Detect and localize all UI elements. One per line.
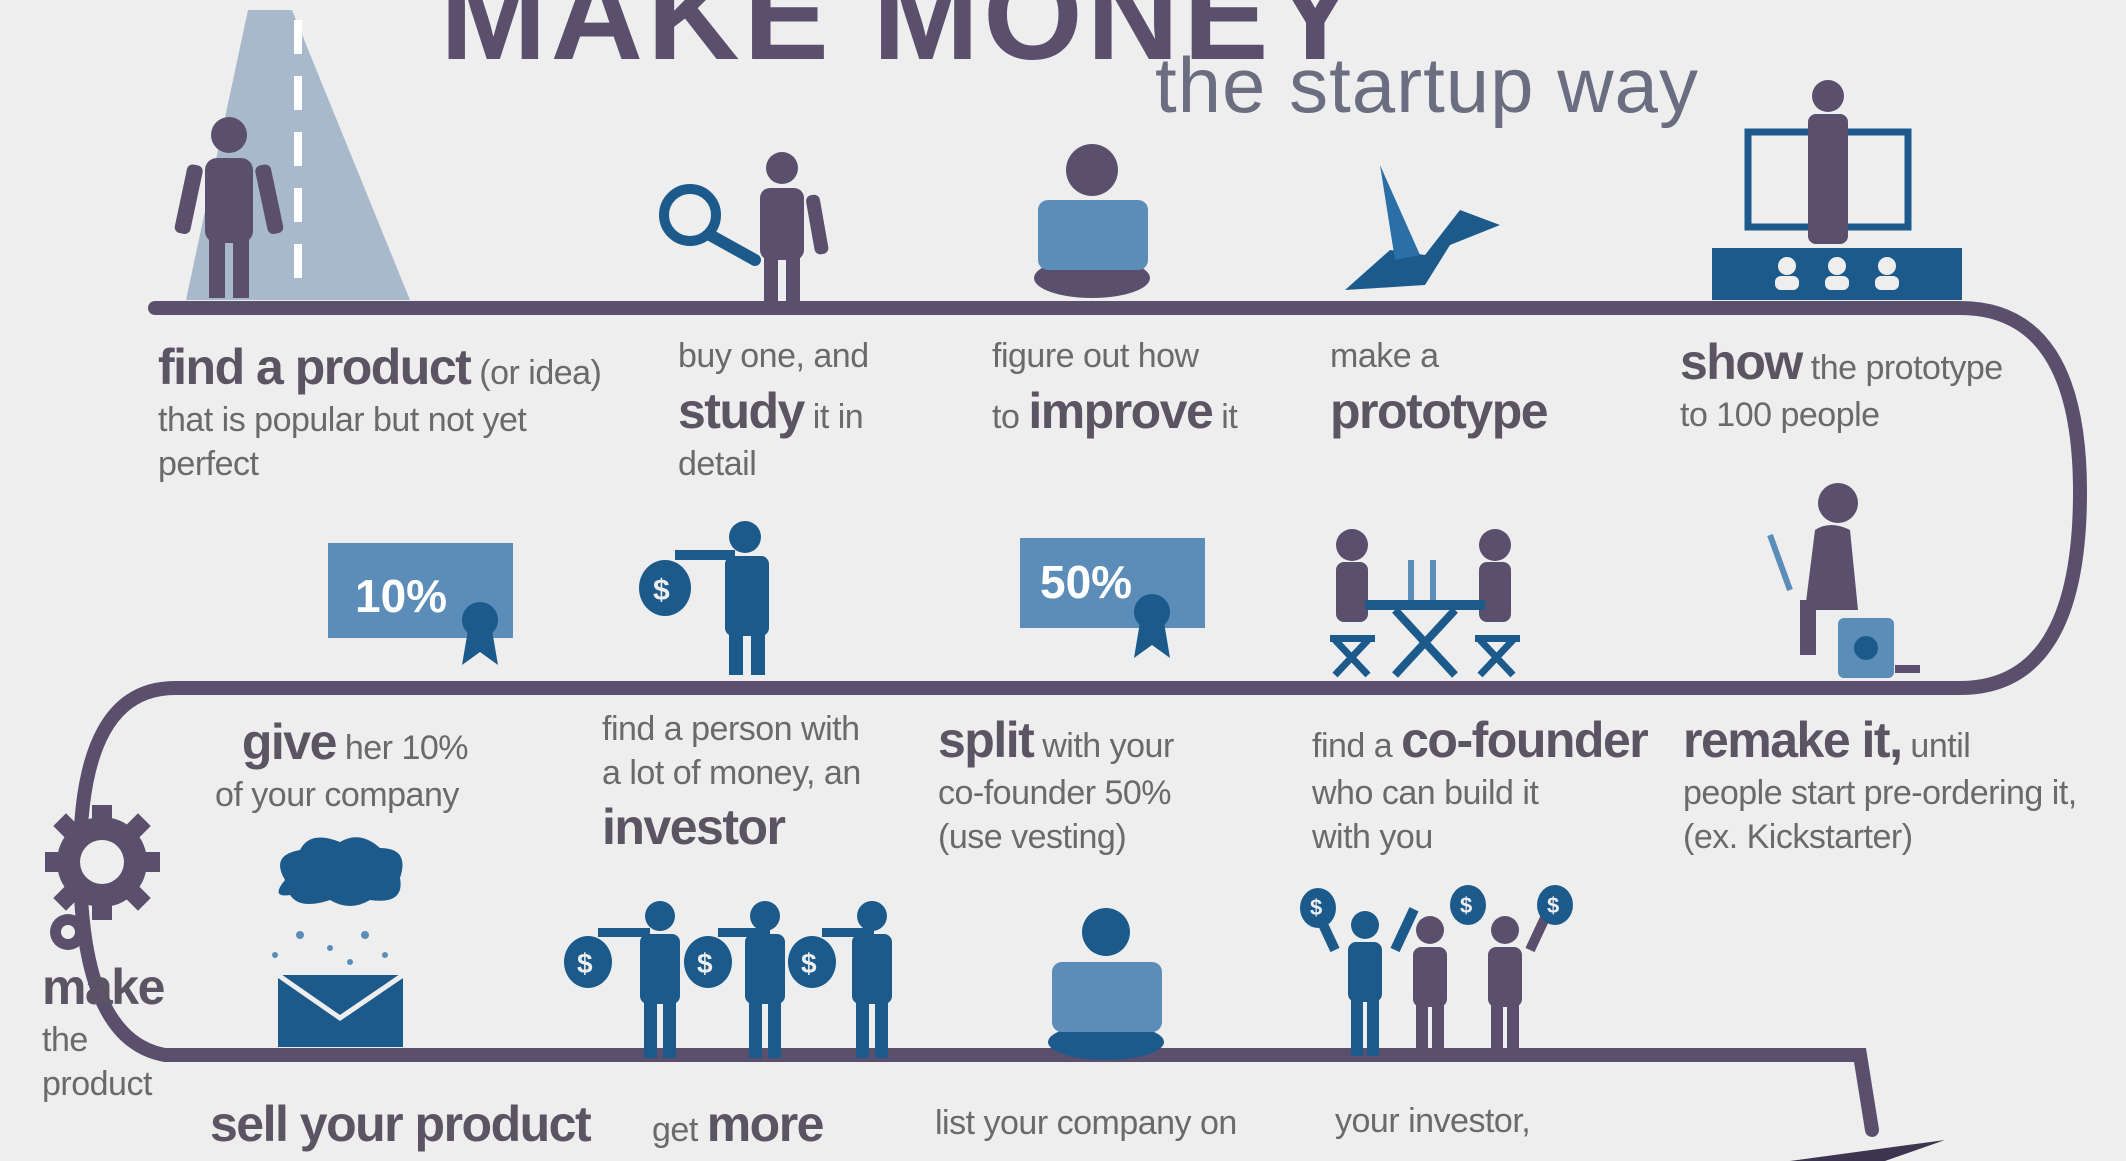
origami-bird-icon: [1345, 165, 1500, 290]
svg-text:$: $: [1460, 893, 1472, 918]
timeline-path: [72, 301, 2088, 1137]
svg-text:$: $: [1547, 893, 1559, 918]
celebrating-investors-icon: $ $ $: [1300, 885, 1573, 1056]
certificate-50-icon: [1020, 538, 1205, 658]
investor-icon: $: [639, 521, 769, 675]
svg-text:$: $: [1310, 895, 1322, 920]
page-title: MAKE MONEY: [440, 0, 1362, 87]
svg-text:$: $: [577, 948, 593, 979]
step-show: show the prototype to 100 people: [1680, 334, 2003, 434]
step-prototype: make a prototype: [1330, 337, 1549, 439]
step-remake: remake it, until people start pre-orderi…: [1683, 712, 2077, 856]
step-give: give her 10% of your company: [215, 714, 469, 814]
gear-icon: [45, 805, 160, 950]
step-sell: sell your product: [210, 1096, 592, 1152]
badge-10-label: 10%: [355, 570, 447, 622]
page-subtitle: the startup way: [1155, 41, 1699, 129]
badge-50-label: 50%: [1040, 556, 1132, 608]
step-improve: figure out how to improve it: [992, 337, 1238, 439]
investors-icon: [564, 901, 892, 1058]
step-make-product: make the product: [42, 959, 165, 1103]
svg-text:$: $: [653, 574, 670, 607]
cofounders-icon: [1330, 529, 1520, 678]
laptop-user-icon: [1048, 908, 1164, 1060]
step-find-product: find a product (or idea) that is popular…: [158, 339, 602, 483]
step-study: buy one, and study it in detail: [678, 337, 869, 483]
arrow-icon: [1790, 1140, 1945, 1161]
laptop-user-icon: [1034, 144, 1150, 298]
person-icon: [760, 152, 829, 305]
step-cofounder: find a co-founder who can build it with …: [1312, 712, 1649, 856]
svg-text:$: $: [801, 948, 817, 979]
step-more: get more: [652, 1096, 824, 1152]
presentation-icon: [1712, 80, 1962, 300]
step-investor: find a person with a lot of money, an in…: [602, 710, 861, 856]
person-icon: [174, 117, 284, 298]
step-split: split with your co-founder 50% (use vest…: [938, 712, 1174, 856]
remake-icon: [1767, 483, 1920, 678]
magnifier-icon: [659, 184, 761, 266]
envelope-icon: [272, 837, 405, 1047]
certificate-10-icon: [328, 543, 513, 665]
step-list-company: list your company on: [935, 1104, 1237, 1142]
step-your-investor: your investor,: [1335, 1102, 1531, 1140]
svg-text:$: $: [697, 948, 713, 979]
